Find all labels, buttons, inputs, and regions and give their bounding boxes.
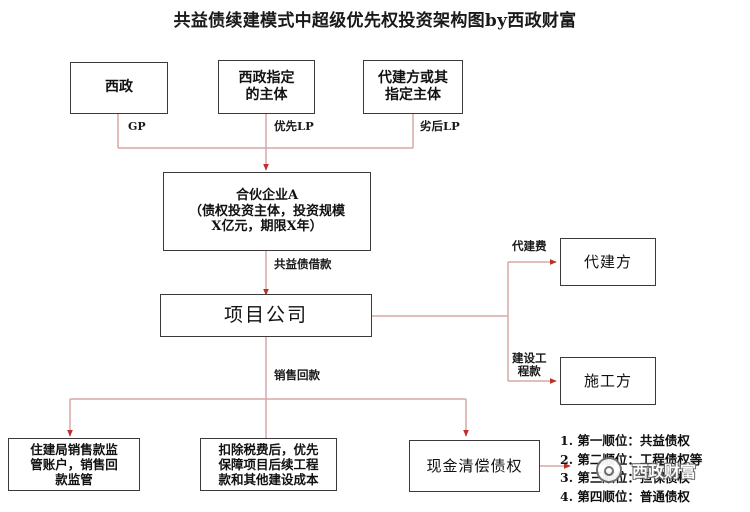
node-agent-party-label: 代建方 (583, 252, 632, 271)
node-partnership-label: 合伙企业A （债权投资主体，投资规模 X亿元，期限X年） (188, 187, 345, 235)
node-xizheng-label: 西政 (105, 79, 133, 96)
node-supervision-account-label: 住建局销售款监 管账户，销售回 款监管 (30, 441, 118, 488)
edge-label-construction-payment: 建设工 程款 (512, 351, 547, 379)
node-xizheng-designated-label: 西政指定 的主体 (238, 69, 295, 103)
edge-label-gp: GP (128, 120, 146, 134)
priority-list-item-3: 3. 第三顺位：担保债权 (560, 470, 690, 485)
node-after-tax-label: 扣除税费后，优先 保障项目后续工程 款和其他建设成本 (218, 441, 319, 488)
priority-list-item-2: 2. 第二顺位：工程债权等 (560, 451, 703, 467)
node-project-company[interactable]: 项目公司 (160, 294, 372, 337)
node-agent-or-designated[interactable]: 代建方或其 指定主体 (363, 60, 463, 114)
edge-label-agent-fee: 代建费 (512, 239, 547, 254)
node-contractor-label: 施工方 (583, 371, 632, 390)
page-title: 共益债续建模式中超级优先权投资架构图by西政财富 (173, 11, 577, 31)
edge-label-subordinate-lp: 劣后LP (420, 119, 460, 134)
priority-list: 1. 第一顺位：共益债权 2. 第二顺位：工程债权等 3. 第三顺位：担保债权 … (560, 432, 750, 506)
edge-label-common-benefit-loan: 共益债借款 (274, 257, 332, 272)
node-partnership[interactable]: 合伙企业A （债权投资主体，投资规模 X亿元，期限X年） (163, 172, 371, 251)
node-supervision-account[interactable]: 住建局销售款监 管账户，销售回 款监管 (8, 438, 140, 491)
node-xizheng[interactable]: 西政 (70, 62, 168, 114)
node-agent-party[interactable]: 代建方 (560, 238, 656, 286)
node-cash-repay-label: 现金清偿债权 (426, 456, 523, 475)
node-xizheng-designated[interactable]: 西政指定 的主体 (218, 60, 315, 114)
node-contractor[interactable]: 施工方 (560, 357, 656, 405)
node-after-tax[interactable]: 扣除税费后，优先 保障项目后续工程 款和其他建设成本 (200, 438, 337, 491)
edge-label-sales-collection: 销售回款 (274, 368, 320, 383)
priority-list-item-4: 4. 第四顺位：普通债权 (560, 488, 690, 504)
edge-label-priority-lp: 优先LP (274, 119, 314, 134)
priority-list-item-1: 1. 第一顺位：共益债权 (560, 433, 690, 448)
node-agent-or-designated-label: 代建方或其 指定主体 (378, 69, 448, 103)
node-project-company-label: 项目公司 (223, 303, 308, 326)
node-cash-repay[interactable]: 现金清偿债权 (409, 440, 540, 492)
